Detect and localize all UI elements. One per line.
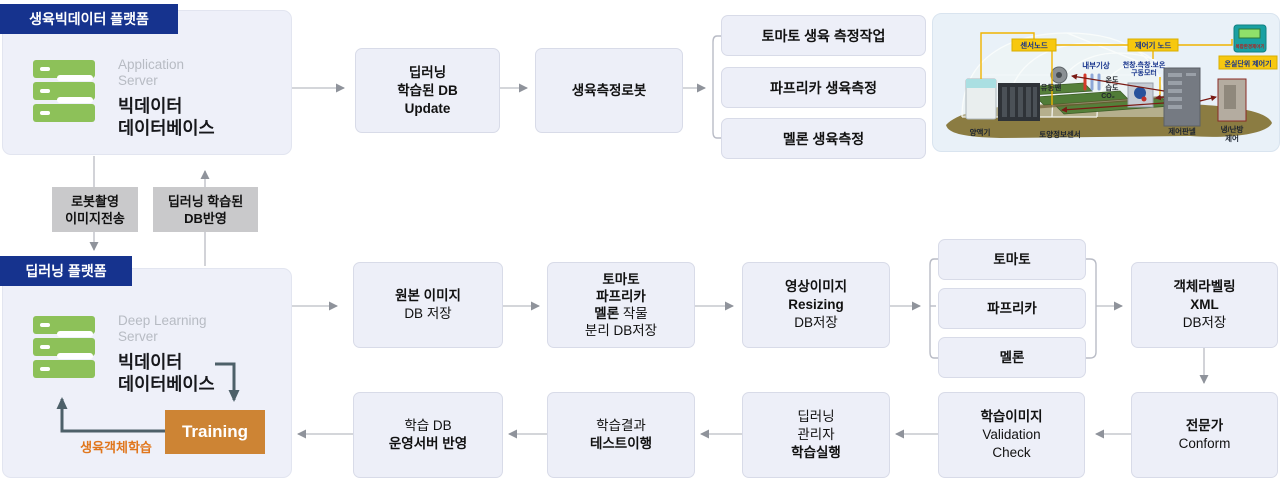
box-line: 멜론 (999, 349, 1025, 365)
server-name-line: 빅데이터 (118, 352, 183, 372)
box-line: DB저장 (1182, 315, 1227, 330)
flow-box-expert-conform: 전문가 Conform (1131, 392, 1278, 478)
chip-line: DB반영 (184, 210, 227, 226)
box-line: 테스트이행 (589, 436, 653, 451)
unit-controller-label: 온실단위 제어기 (1224, 59, 1271, 68)
box-line: Validation (982, 427, 1041, 442)
box-line: 학습된 DB (397, 82, 458, 98)
chip-robot-capture-transfer: 로봇촬영 이미지전송 (52, 187, 138, 232)
crop-box-paprika: 파프리카 (938, 288, 1086, 329)
training-note-text: 생육객체학습 (80, 440, 152, 455)
banner-growth-bigdata-platform: 생육빅데이터 플랫폼 (0, 4, 178, 34)
crop-box-melon: 멜론 (938, 337, 1086, 378)
deep-learning-server-icon (33, 316, 95, 378)
flow-box-test-execution: 학습결과 테스트이행 (547, 392, 695, 478)
server-name-line: 데이터베이스 (118, 374, 215, 394)
box-line: 딥러닝 (797, 409, 835, 424)
box-line-part: 작물 (619, 306, 648, 321)
box-line: 파프리카 생육측정 (770, 79, 877, 96)
box-line: Check (992, 445, 1031, 460)
task-box-melon: 멜론 생육측정 (721, 118, 926, 159)
box-line: 파프리카 (596, 289, 646, 304)
box-line: 객체라벨링 (1173, 279, 1236, 294)
flow-box-deploy-db: 학습 DB 운영서버 반영 (353, 392, 503, 478)
crop-box-tomato: 토마토 (938, 239, 1086, 280)
flow-box-growth-robot: 생육측정로봇 (535, 48, 683, 133)
server-type-line: Server (118, 329, 158, 344)
box-line: 파프리카 (987, 300, 1037, 316)
soil-sensor-label: 토양정보센서 (1039, 129, 1080, 139)
flow-box-manager-training: 딥러닝 관리자 학습실행 (742, 392, 890, 478)
chip-line: 로봇촬영 (71, 193, 119, 209)
box-line: 토마토 (602, 272, 640, 287)
flow-box-crop-separation: 토마토 파프리카 멜론 작물 분리 DB저장 (547, 262, 695, 348)
flow-box-db-update: 딥러닝 학습된 DB Update (355, 48, 500, 133)
box-line: 전문가 (1185, 418, 1224, 433)
training-label: Training (181, 422, 249, 441)
indoor-weather-label: 내부기상 (1082, 60, 1110, 70)
flow-box-resizing: 영상이미지 Resizing DB저장 (742, 262, 890, 348)
flow-box-validation-check: 학습이미지 Validation Check (938, 392, 1085, 478)
box-line: XML (1190, 297, 1219, 312)
box-line: 원본 이미지 (395, 288, 461, 303)
box-line: 운영서버 반영 (388, 436, 468, 451)
box-line: 분리 DB저장 (584, 323, 658, 338)
server-type-line: Application (118, 57, 185, 72)
flow-box-original-image: 원본 이미지 DB 저장 (353, 262, 503, 348)
task-box-tomato: 토마토 생육 측정작업 (721, 15, 926, 56)
nutrient-label: 양액기 (970, 127, 991, 137)
chip-line: 딥러닝 학습된 (167, 193, 244, 209)
box-line: 토마토 생육 측정작업 (761, 27, 886, 44)
device-label: 복합환경제어기 (1236, 43, 1265, 50)
banner-deep-learning-platform: 딥러닝 플랫폼 (0, 256, 132, 286)
chip-line: 이미지전송 (65, 210, 125, 226)
box-line: 영상이미지 (784, 279, 848, 294)
box-line: 학습결과 (596, 418, 646, 433)
flow-box-object-labeling: 객체라벨링 XML DB저장 (1131, 262, 1278, 348)
server-name-line: 데이터베이스 (118, 118, 215, 138)
task-box-paprika: 파프리카 생육측정 (721, 67, 926, 108)
application-server-icon (33, 60, 95, 122)
application-server-text: Application Server 빅데이터 데이터베이스 (118, 57, 215, 139)
motor-label-line2: 구동모터 (1131, 68, 1157, 77)
box-line: DB 저장 (404, 306, 452, 321)
box-line: Conform (1178, 436, 1231, 451)
box-line: Update (404, 100, 451, 116)
controller-node-label: 제어기 노드 (1135, 40, 1172, 50)
server-type-line: Deep Learning (118, 313, 207, 328)
server-name-line: 빅데이터 (118, 96, 183, 116)
box-line: DB저장 (794, 315, 838, 330)
motor-label-line1: 천창.측창.보온 (1123, 60, 1166, 69)
box-line: 딥러닝 (408, 64, 447, 80)
training-box: Training (165, 410, 265, 454)
box-line: 생육측정로봇 (571, 82, 647, 98)
temp-label: 온도 (1106, 75, 1119, 84)
box-line: 토마토 (993, 251, 1031, 267)
humidity-label: 습도 (1106, 83, 1119, 92)
hvac-label-line2: 제어 (1225, 133, 1239, 143)
banner-label: 생육빅데이터 플랫폼 (29, 11, 149, 27)
box-line: 관리자 (797, 427, 835, 442)
server-type-line: Server (118, 73, 158, 88)
greenhouse-illustration: 복합환경제어기 센서노드 제어기 노드 온실단위 제어기 내부기상 천창.측창.… (932, 13, 1280, 152)
sensor-node-label: 센서노드 (1020, 40, 1048, 50)
chip-db-reflect: 딥러닝 학습된 DB반영 (153, 187, 258, 232)
box-line: 멜론 작물 (594, 305, 647, 322)
box-line: Resizing (788, 297, 844, 312)
box-line: 멜론 생육측정 (782, 130, 865, 147)
co2-label: CO₂ (1101, 93, 1115, 100)
box-line: 학습이미지 (980, 409, 1043, 424)
box-line: 학습실행 (791, 445, 841, 460)
hvac-label-line1: 냉/난방 (1221, 124, 1244, 134)
control-panel-label: 제어판넬 (1168, 126, 1196, 136)
box-line: 학습 DB (404, 418, 452, 433)
deep-learning-server-text: Deep Learning Server 빅데이터 데이터베이스 (118, 313, 215, 395)
fan-label: 유동팬 (1041, 82, 1062, 92)
box-line-part: 멜론 (594, 306, 620, 321)
training-note-label: 생육객체학습 (68, 437, 164, 456)
banner-label: 딥러닝 플랫폼 (25, 263, 107, 279)
